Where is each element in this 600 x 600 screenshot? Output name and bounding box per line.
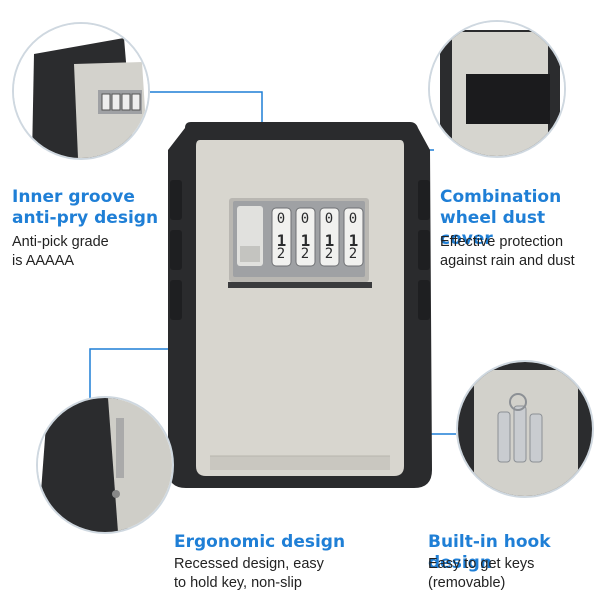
svg-text:0: 0 <box>349 211 357 227</box>
svg-text:0: 0 <box>277 211 285 227</box>
detail-circle-hook <box>456 360 594 498</box>
svg-text:2: 2 <box>301 246 309 262</box>
callout-dust-cover-title: Combination wheel dust cover <box>440 187 562 249</box>
callout-hook-title: Built-in hook design <box>428 532 551 573</box>
svg-text:2: 2 <box>349 246 357 262</box>
callout-inner-groove-desc: Anti-pick grade is AAAAA <box>12 234 109 269</box>
callout-hook-desc: Easy to get keys (removable) <box>428 556 535 591</box>
callout-inner-groove-title: Inner groove anti-pry design <box>12 187 159 228</box>
dial-digit-4: 1 <box>348 231 359 250</box>
detail-circle-inner-groove <box>12 22 150 160</box>
svg-text:2: 2 <box>325 246 333 262</box>
detail-circle-ergonomic <box>36 396 174 534</box>
callout-dust-cover-desc: Effective protection against rain and du… <box>440 234 575 269</box>
dial-digit-1: 1 <box>276 231 287 250</box>
svg-text:0: 0 <box>325 211 333 227</box>
detail-circle-dust-cover <box>428 20 566 158</box>
svg-text:2: 2 <box>277 246 285 262</box>
dial-digit-3: 1 <box>324 231 335 250</box>
dial-digit-2: 1 <box>300 231 311 250</box>
svg-text:0: 0 <box>301 211 309 227</box>
callout-ergonomic-title: Ergonomic design <box>174 532 346 552</box>
callout-ergonomic-desc: Recessed design, easy to hold key, non-s… <box>174 556 324 591</box>
